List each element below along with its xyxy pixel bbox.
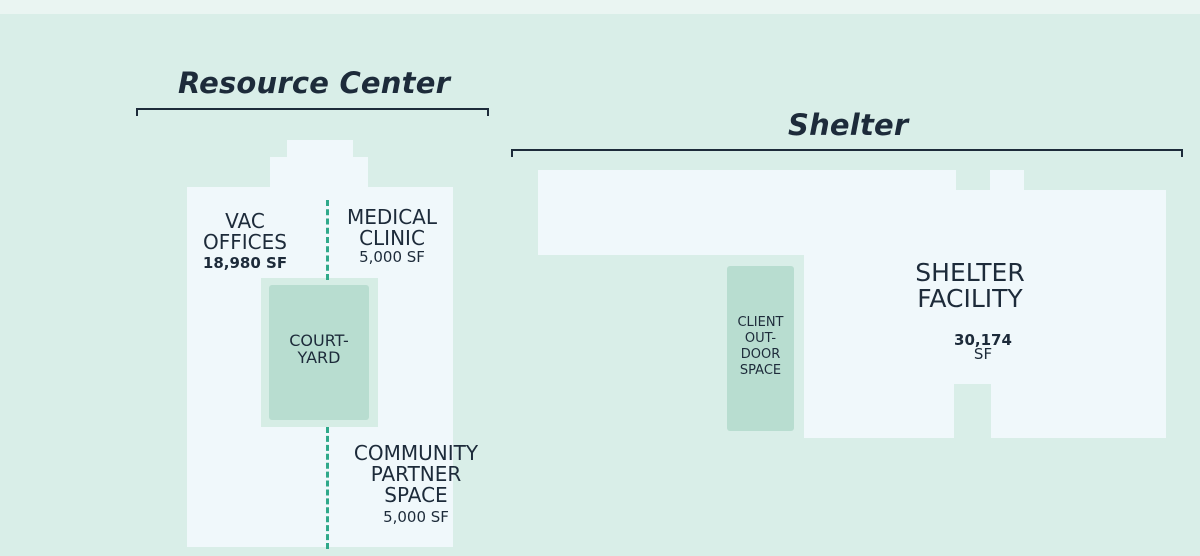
vac-offices-label: VAC OFFICES 18,980 SF xyxy=(190,211,300,272)
shelter-facility-line2: FACILITY xyxy=(917,284,1023,314)
shelter-north-wing xyxy=(538,170,956,255)
shelter-south-right xyxy=(991,383,1166,438)
courtyard-line2: YARD xyxy=(297,347,341,367)
resource-center-heading: Resource Center xyxy=(178,66,451,100)
shelter-facility-area: 30,174 SF xyxy=(933,331,1033,364)
medical-clinic-area: 5,000 SF xyxy=(359,248,425,266)
client-outdoor-line1: CLIENT xyxy=(737,315,784,330)
shelter-south-left xyxy=(804,383,954,438)
divider-lower xyxy=(326,427,329,549)
courtyard xyxy=(269,285,369,420)
courtyard-label: COURT- YARD xyxy=(269,331,369,367)
client-outdoor-label: CLIENT OUT- DOOR SPACE xyxy=(727,315,794,378)
shelter-bracket xyxy=(511,149,1183,157)
client-outdoor-line4: SPACE xyxy=(739,362,782,378)
medical-clinic-label: MEDICAL CLINIC 5,000 SF xyxy=(336,207,448,266)
community-partner-area: 5,000 SF xyxy=(383,508,449,526)
courtyard-line1: COURT- xyxy=(289,331,349,350)
shelter-facility-area-number: 30,174 xyxy=(954,331,1012,349)
client-outdoor-line2: OUT- xyxy=(744,330,777,346)
shelter-heading: Shelter xyxy=(788,108,909,142)
divider-upper xyxy=(326,200,329,280)
medical-clinic-line2: CLINIC xyxy=(359,226,425,250)
client-outdoor-line3: DOOR xyxy=(740,346,781,362)
community-partner-line2: PARTNER xyxy=(370,462,462,486)
community-partner-line3: SPACE xyxy=(384,483,448,507)
vac-offices-line2: OFFICES xyxy=(203,230,287,254)
resource-center-bracket xyxy=(136,108,489,116)
vac-offices-area: 18,980 SF xyxy=(202,254,288,272)
shelter-facility-label: SHELTER FACILITY xyxy=(880,258,1060,314)
shelter-facility-line1: SHELTER xyxy=(915,258,1025,287)
community-partner-label: COMMUNITY PARTNER SPACE 5,000 SF xyxy=(341,443,491,526)
medical-clinic-line1: MEDICAL xyxy=(347,205,437,229)
shelter-facility-area-unit: SF xyxy=(973,345,993,364)
vac-offices-line1: VAC xyxy=(225,209,265,233)
top-band xyxy=(0,0,1200,14)
community-partner-line1: COMMUNITY xyxy=(353,441,479,465)
client-outdoor-space xyxy=(727,266,794,431)
shelter-north-right xyxy=(955,190,1166,255)
resource-center-wing-cap xyxy=(287,140,353,158)
resource-center-wing-top xyxy=(270,157,368,188)
shelter-main-block xyxy=(804,254,1166,384)
